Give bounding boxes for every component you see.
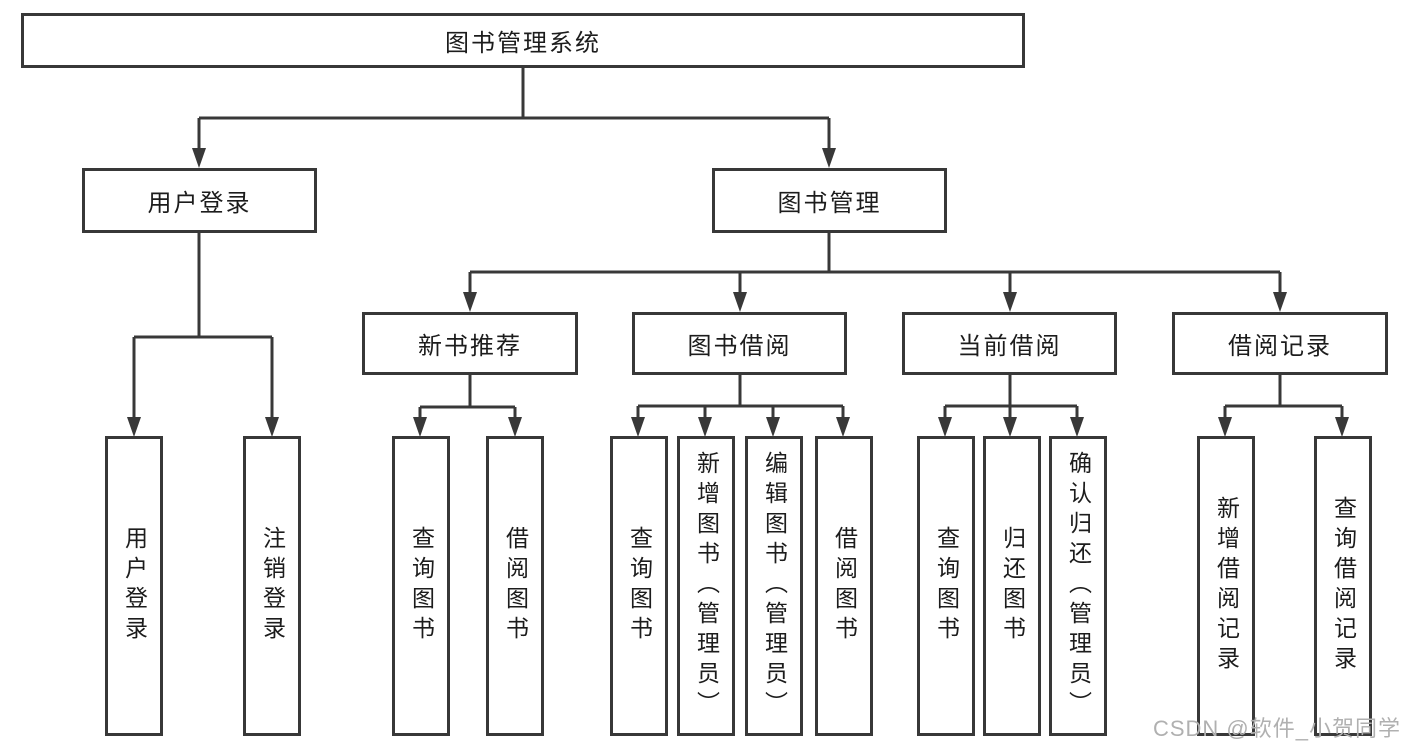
arrowhead-icon (631, 417, 645, 437)
leaf-user-login: 用户登录 (105, 436, 163, 736)
node-user-login: 用户登录 (82, 168, 317, 233)
leaf-label: 归还图书 (999, 526, 1026, 646)
leaf-edit-books-admin: 编辑图书（管理员） (745, 436, 803, 736)
leaf-add-borrow-record: 新增借阅记录 (1197, 436, 1255, 736)
node-borrowing-records: 借阅记录 (1172, 312, 1388, 375)
arrowhead-icon (1003, 417, 1017, 437)
node-label: 图书管理系统 (445, 30, 601, 57)
leaf-query-books-current: 查询图书 (917, 436, 975, 736)
connector-paths (132, 68, 1344, 419)
leaf-label: 新增借阅记录 (1213, 496, 1240, 676)
leaf-label: 查询借阅记录 (1330, 496, 1357, 676)
leaf-label: 确认归还（管理员） (1065, 451, 1092, 721)
node-label: 借阅记录 (1228, 333, 1332, 360)
leaf-add-books-admin: 新增图书（管理员） (677, 436, 735, 736)
arrowhead-icon (1335, 417, 1349, 437)
arrowhead-icon (733, 292, 747, 312)
arrowheads (127, 148, 1349, 437)
leaf-label: 注销登录 (259, 526, 286, 646)
leaf-confirm-return-admin: 确认归还（管理员） (1049, 436, 1107, 736)
leaf-query-books-borrow: 查询图书 (610, 436, 668, 736)
leaf-label: 借阅图书 (831, 526, 858, 646)
leaf-label: 用户登录 (121, 526, 148, 646)
leaf-label: 查询图书 (933, 526, 960, 646)
leaf-return-books: 归还图书 (983, 436, 1041, 736)
node-current-borrowing: 当前借阅 (902, 312, 1117, 375)
leaf-label: 借阅图书 (502, 526, 529, 646)
leaf-query-books-recommend: 查询图书 (392, 436, 450, 736)
node-label: 图书借阅 (687, 333, 792, 360)
node-label: 新书推荐 (418, 333, 522, 360)
leaf-borrow-books: 借阅图书 (815, 436, 873, 736)
arrowhead-icon (1273, 292, 1287, 312)
arrowhead-icon (265, 417, 279, 437)
node-library-management-system: 图书管理系统 (21, 13, 1025, 68)
arrowhead-icon (413, 417, 427, 437)
arrowhead-icon (766, 417, 780, 437)
arrowhead-icon (822, 148, 836, 168)
node-label: 当前借阅 (957, 333, 1062, 360)
leaf-logout: 注销登录 (243, 436, 301, 736)
arrowhead-icon (463, 292, 477, 312)
arrowhead-icon (938, 417, 952, 437)
node-label: 图书管理 (777, 190, 882, 217)
leaf-label: 新增图书（管理员） (693, 451, 720, 721)
leaf-borrow-books-recommend: 借阅图书 (486, 436, 544, 736)
node-label: 用户登录 (147, 190, 252, 217)
arrowhead-icon (1070, 417, 1084, 437)
arrowhead-icon (698, 417, 712, 437)
node-new-book-recommend: 新书推荐 (362, 312, 578, 375)
arrowhead-icon (508, 417, 522, 437)
node-book-management: 图书管理 (712, 168, 947, 233)
leaf-query-borrow-record: 查询借阅记录 (1314, 436, 1372, 736)
arrowhead-icon (1003, 292, 1017, 312)
leaf-label: 编辑图书（管理员） (761, 451, 788, 721)
leaf-label: 查询图书 (408, 526, 435, 646)
arrowhead-icon (192, 148, 206, 168)
arrowhead-icon (836, 417, 850, 437)
arrowhead-icon (1218, 417, 1232, 437)
watermark-text: CSDN @软件_小贺同学 (1152, 716, 1401, 741)
leaf-label: 查询图书 (626, 526, 653, 646)
arrowhead-icon (127, 417, 141, 437)
node-book-borrowing: 图书借阅 (632, 312, 847, 375)
